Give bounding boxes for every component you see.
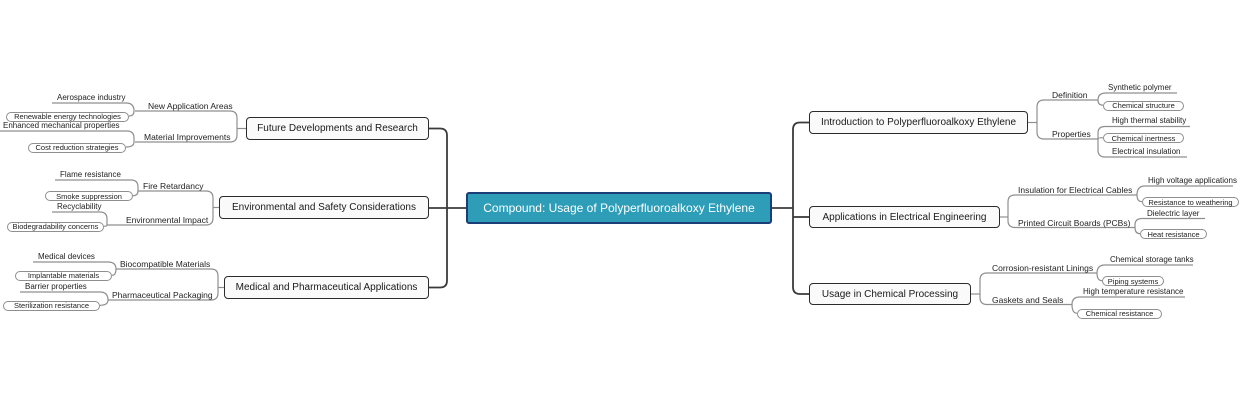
connector-left-trunk bbox=[429, 127, 448, 289]
connector bbox=[128, 110, 135, 117]
node-smoke-suppression[interactable]: Smoke suppression bbox=[45, 191, 133, 201]
connector bbox=[1136, 194, 1143, 203]
branch-electrical-engineering[interactable]: Applications in Electrical Engineering bbox=[809, 206, 1000, 228]
node-insulation-cables[interactable]: Insulation for Electrical Cables bbox=[1018, 185, 1133, 195]
connector bbox=[107, 190, 214, 226]
connector bbox=[1071, 304, 1078, 314]
branch-environmental-safety[interactable]: Environmental and Safety Considerations bbox=[219, 196, 429, 219]
node-high-thermal-stability[interactable]: High thermal stability bbox=[1112, 116, 1187, 125]
connector bbox=[1007, 194, 1137, 229]
connector bbox=[1136, 185, 1233, 196]
node-chemical-storage-tanks[interactable]: Chemical storage tanks bbox=[1110, 255, 1194, 264]
node-recyclability[interactable]: Recyclability bbox=[57, 202, 102, 211]
node-dielectric-layer[interactable]: Dielectric layer bbox=[1147, 208, 1200, 218]
connector bbox=[55, 179, 139, 191]
node-enhanced-mechanical[interactable]: Enhanced mechanical properties bbox=[3, 121, 120, 130]
node-chemical-resistance[interactable]: Chemical resistance bbox=[1077, 308, 1162, 319]
node-material-improvements[interactable]: Material Improvements bbox=[144, 132, 231, 142]
node-environmental-impact[interactable]: Environmental Impact bbox=[126, 215, 209, 225]
branch-introduction[interactable]: Introduction to Polyperfluoroalkoxy Ethy… bbox=[809, 111, 1028, 134]
connector bbox=[125, 141, 135, 148]
connector bbox=[1036, 99, 1098, 140]
node-synthetic-polymer[interactable]: Synthetic polymer bbox=[1108, 83, 1172, 92]
connector bbox=[111, 268, 117, 276]
node-biodegradability[interactable]: Biodegradability concerns bbox=[7, 221, 104, 232]
connector bbox=[979, 272, 1097, 306]
connector bbox=[0, 130, 135, 142]
node-electrical-insulation[interactable]: Electrical insulation bbox=[1112, 147, 1181, 156]
connector bbox=[52, 102, 135, 112]
node-pharmaceutical-packaging[interactable]: Pharmaceutical Packaging bbox=[112, 290, 213, 300]
node-barrier-properties[interactable]: Barrier properties bbox=[25, 282, 87, 291]
connector bbox=[135, 110, 238, 143]
connector bbox=[99, 299, 109, 306]
node-chemical-inertness[interactable]: Chemical inertness bbox=[1103, 133, 1184, 143]
connector bbox=[1097, 139, 1187, 158]
node-resistance-weathering[interactable]: Resistance to weathering bbox=[1142, 197, 1239, 207]
node-aerospace-industry[interactable]: Aerospace industry bbox=[57, 93, 126, 102]
connector bbox=[1096, 272, 1103, 282]
node-flame-resistance[interactable]: Flame resistance bbox=[60, 170, 121, 179]
connector bbox=[1096, 264, 1193, 274]
node-corrosion-linings[interactable]: Corrosion-resistant Linings bbox=[992, 263, 1094, 273]
node-implantable-materials[interactable]: Implantable materials bbox=[15, 270, 112, 281]
node-new-application-areas[interactable]: New Application Areas bbox=[148, 101, 233, 111]
branch-medical-pharma[interactable]: Medical and Pharmaceutical Applications bbox=[224, 276, 429, 299]
node-gaskets-seals[interactable]: Gaskets and Seals bbox=[992, 294, 1064, 305]
branch-chemical-processing[interactable]: Usage in Chemical Processing bbox=[809, 283, 971, 305]
node-definition[interactable]: Definition bbox=[1052, 90, 1088, 100]
node-piping-systems[interactable]: Piping systems bbox=[1102, 276, 1164, 286]
connector bbox=[1097, 125, 1190, 139]
connector bbox=[20, 291, 109, 301]
connector bbox=[52, 211, 108, 225]
central-node[interactable]: Compound: Usage of Polyperfluoroalkoxy E… bbox=[466, 192, 772, 224]
node-cost-reduction[interactable]: Cost reduction strategies bbox=[28, 142, 126, 153]
node-chemical-structure[interactable]: Chemical structure bbox=[1103, 100, 1184, 111]
connector bbox=[132, 190, 139, 197]
node-pcbs[interactable]: Printed Circuit Boards (PCBs) bbox=[1018, 217, 1131, 228]
node-properties[interactable]: Properties bbox=[1052, 129, 1091, 139]
connector bbox=[108, 268, 219, 301]
connector bbox=[1134, 217, 1205, 228]
node-sterilization-resistance[interactable]: Sterilization resistance bbox=[3, 300, 100, 311]
node-medical-devices[interactable]: Medical devices bbox=[38, 252, 95, 261]
connector bbox=[1097, 99, 1104, 106]
connector bbox=[1097, 92, 1177, 101]
node-heat-resistance[interactable]: Heat resistance bbox=[1140, 229, 1207, 239]
connector bbox=[1097, 137, 1104, 140]
node-fire-retardancy[interactable]: Fire Retardancy bbox=[143, 181, 204, 191]
branch-future-developments[interactable]: Future Developments and Research bbox=[246, 117, 429, 140]
node-high-temperature-resistance[interactable]: High temperature resistance bbox=[1083, 287, 1184, 296]
connector bbox=[103, 224, 108, 227]
connector bbox=[33, 261, 117, 270]
connector bbox=[1071, 296, 1185, 305]
node-renewable-energy[interactable]: Renewable energy technologies bbox=[6, 111, 129, 122]
connector-right-trunk bbox=[792, 121, 809, 295]
connector bbox=[1134, 227, 1141, 235]
node-high-voltage[interactable]: High voltage applications bbox=[1148, 176, 1237, 185]
node-biocompatible-materials[interactable]: Biocompatible Materials bbox=[120, 259, 211, 269]
